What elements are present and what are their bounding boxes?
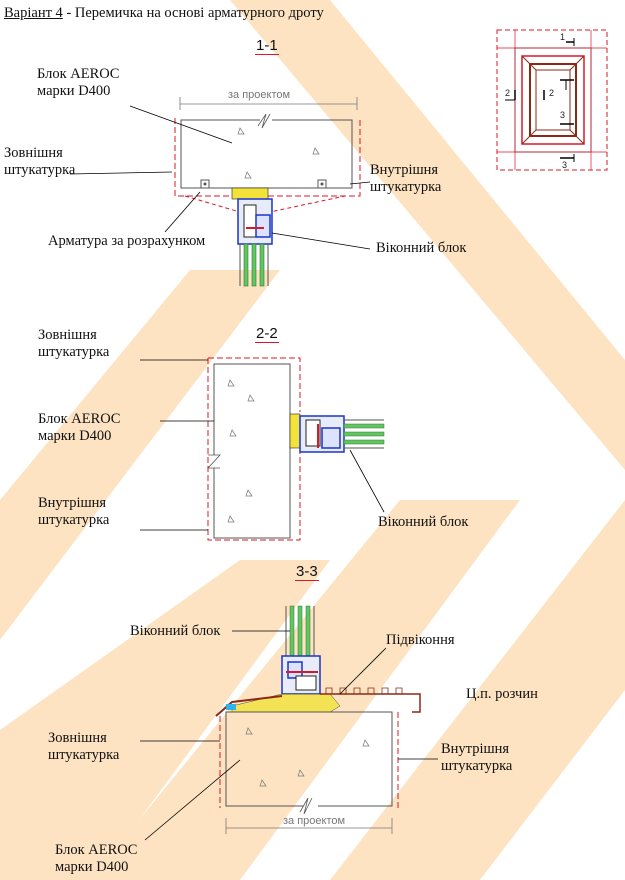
section-title-2-2: 2-2 <box>255 325 279 343</box>
s11-rebar-label: Арматура за розрахунком <box>48 233 206 249</box>
section-title-3-3: 3-3 <box>295 563 319 581</box>
section-1-1-drawing: за проектом <box>69 89 371 287</box>
variant-description: - Перемичка на основі арматурного дроту <box>62 5 324 21</box>
s33-sill-label: Підвіконня <box>386 632 455 648</box>
section-3-3-drawing: за проектом <box>140 605 438 841</box>
dimension-1-1: за проектом <box>228 89 290 101</box>
s33-window-label: Віконний блок <box>130 623 221 639</box>
key-mark-2a: 2 <box>505 88 510 98</box>
key-plan: 1 2 2 3 3 <box>496 29 608 171</box>
section-title-1-1: 1-1 <box>255 37 279 55</box>
s11-window-label: Віконний блок <box>376 240 467 256</box>
key-mark-1: 1 <box>560 32 565 42</box>
s22-window-label: Віконний блок <box>378 514 469 530</box>
s33-mortar-label: Ц.п. розчин <box>466 686 538 702</box>
key-mark-2b: 2 <box>549 88 554 98</box>
dimension-3-3: за проектом <box>283 815 345 827</box>
key-mark-3b: 3 <box>562 160 567 170</box>
key-mark-3a: 3 <box>560 110 565 120</box>
drawing-title: Варіант 4 - Перемичка на основі арматурн… <box>4 5 324 22</box>
variant-label: Варіант 4 <box>4 5 63 21</box>
section-2-2-drawing <box>140 357 385 541</box>
